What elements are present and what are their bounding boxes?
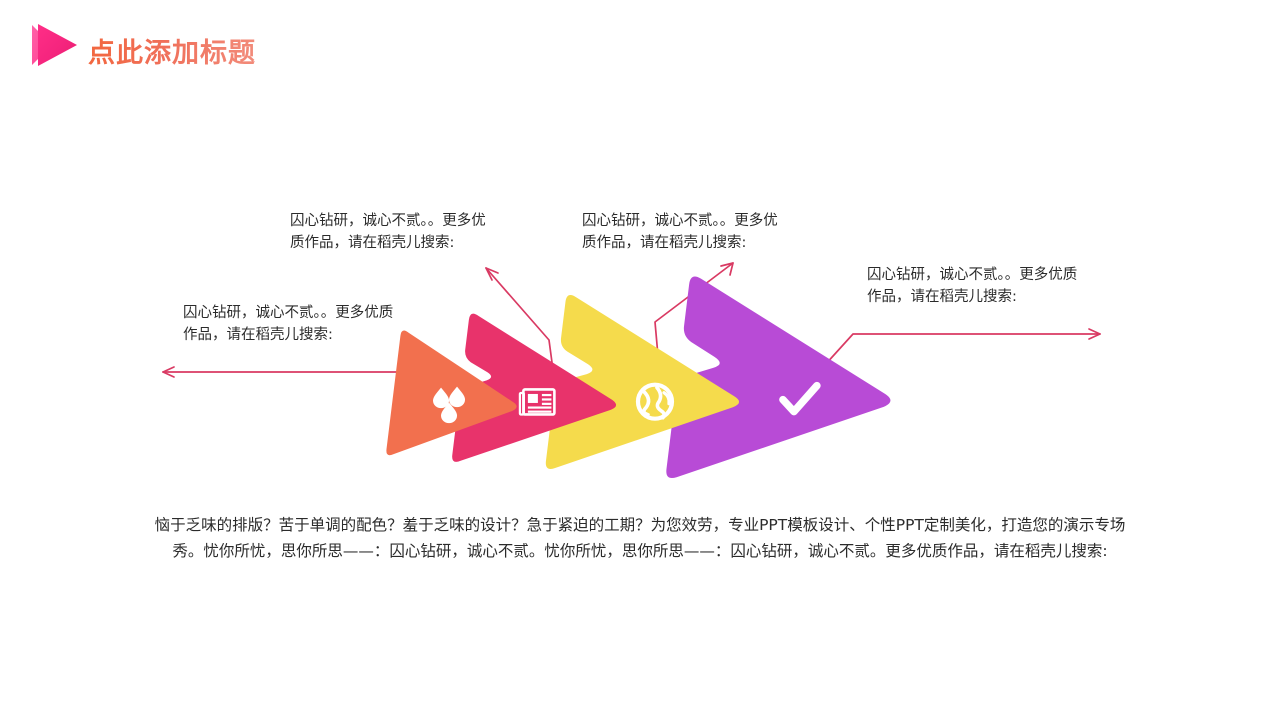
callout-text-3: 囚心钻研，诚心不贰。。更多优质作品，请在稻壳儿搜索: — [582, 213, 778, 252]
water-drops-icon — [433, 386, 466, 424]
slide-header: 点此添加标题 — [0, 0, 1280, 90]
process-step-4[interactable] — [665, 276, 902, 504]
callout-text-2: 囚心钻研，诚心不贰。。更多优质作品，请在稻壳儿搜索: — [290, 213, 486, 252]
callout-text-4: 囚心钻研，诚心不贰。。更多优质作品，请在稻壳儿搜索: — [867, 267, 1078, 306]
process-step-2[interactable] — [451, 313, 625, 480]
newspaper-icon — [518, 388, 556, 416]
body-paragraph: 恼于乏味的排版？苦于单调的配色？羞于乏味的设计？急于紧迫的工期？为您效劳，专业P… — [154, 516, 1126, 560]
check-icon — [779, 381, 821, 416]
callout-text-1: 囚心钻研，诚心不贰。。更多优质作品，请在稻壳儿搜索: — [183, 305, 394, 344]
process-step-1[interactable] — [386, 330, 524, 470]
play-triangle-icon — [30, 22, 82, 68]
globe-icon — [635, 382, 675, 421]
process-step-3[interactable] — [545, 295, 749, 491]
page-title: 点此添加标题 — [88, 31, 256, 70]
